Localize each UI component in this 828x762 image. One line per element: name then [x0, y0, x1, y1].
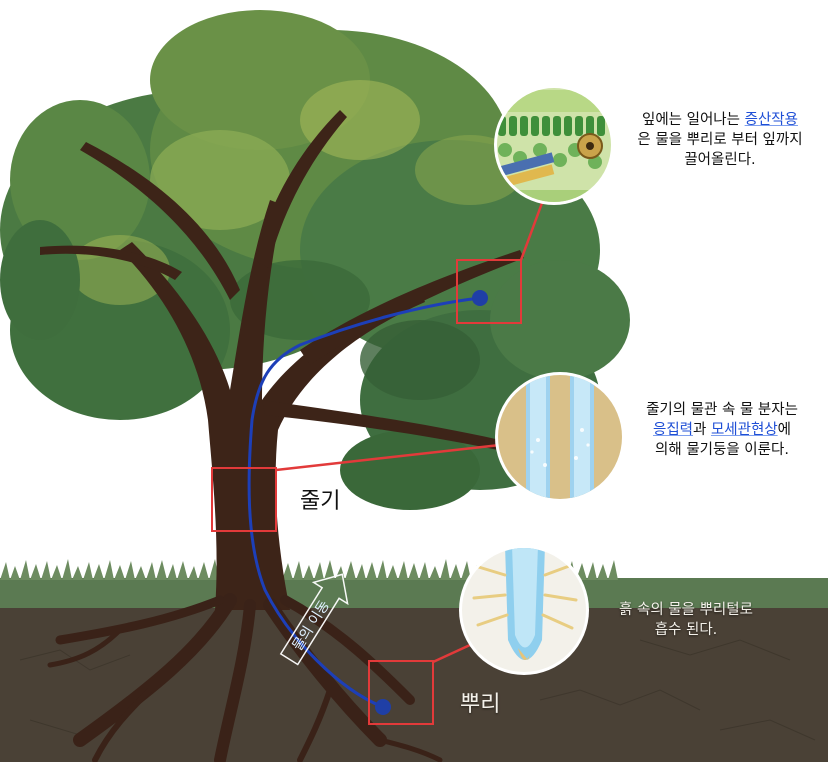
leaf-connector: [519, 202, 544, 261]
root-caption-line2: 흡수 된다.: [654, 622, 718, 638]
root-connector: [432, 643, 471, 664]
stem-highlight-box: [211, 467, 277, 532]
capillary-keyword: 모세관현상: [710, 422, 778, 438]
root-caption: 흙 속의 물을 뿌리털로 흡수 된다.: [596, 600, 776, 640]
leaf-highlight-box: [456, 259, 522, 324]
grass: [0, 559, 828, 608]
water-start-dot: [375, 699, 391, 715]
stem-label: 줄기: [300, 489, 341, 514]
leaf-caption-line2: 은 물을 뿌리로 부터 잎까지: [637, 132, 803, 148]
root-label: 뿌리: [460, 692, 501, 717]
cohesion-keyword: 응집력: [652, 422, 694, 438]
water-end-dot: [472, 290, 488, 306]
xylem-vessel-inset: [495, 372, 625, 502]
root-caption-line1: 흙 속의 물을 뿌리털로: [619, 602, 753, 618]
transpiration-keyword: 증산작용: [744, 112, 798, 128]
root-highlight-box: [368, 660, 434, 725]
stem-connector: [275, 443, 501, 472]
leaf-caption-line3: 끌어올린다.: [684, 152, 756, 168]
stem-caption-line1: 줄기의 물관 속 물 분자는: [646, 402, 798, 418]
leaf-caption: 잎에는 일어나는 증산작용 은 물을 뿌리로 부터 잎까지 끌어올린다.: [600, 110, 828, 170]
tree-trunk: [40, 110, 524, 610]
water-flow-path: [247, 296, 481, 709]
leaf-caption-line1: 잎에는 일어나는: [642, 112, 745, 128]
leaf-cross-section-inset: [494, 85, 614, 205]
stem-caption-line3: 의해 물기둥을 이룬다.: [655, 442, 789, 458]
root-hair-inset: [459, 545, 589, 675]
stem-caption: 줄기의 물관 속 물 분자는 응집력과 모세관현상에 의해 물기둥을 이룬다.: [618, 400, 826, 460]
stem-caption-suffix: 에: [777, 422, 792, 438]
tree-roots: [47, 593, 443, 762]
stem-caption-connector: 과: [693, 422, 711, 438]
